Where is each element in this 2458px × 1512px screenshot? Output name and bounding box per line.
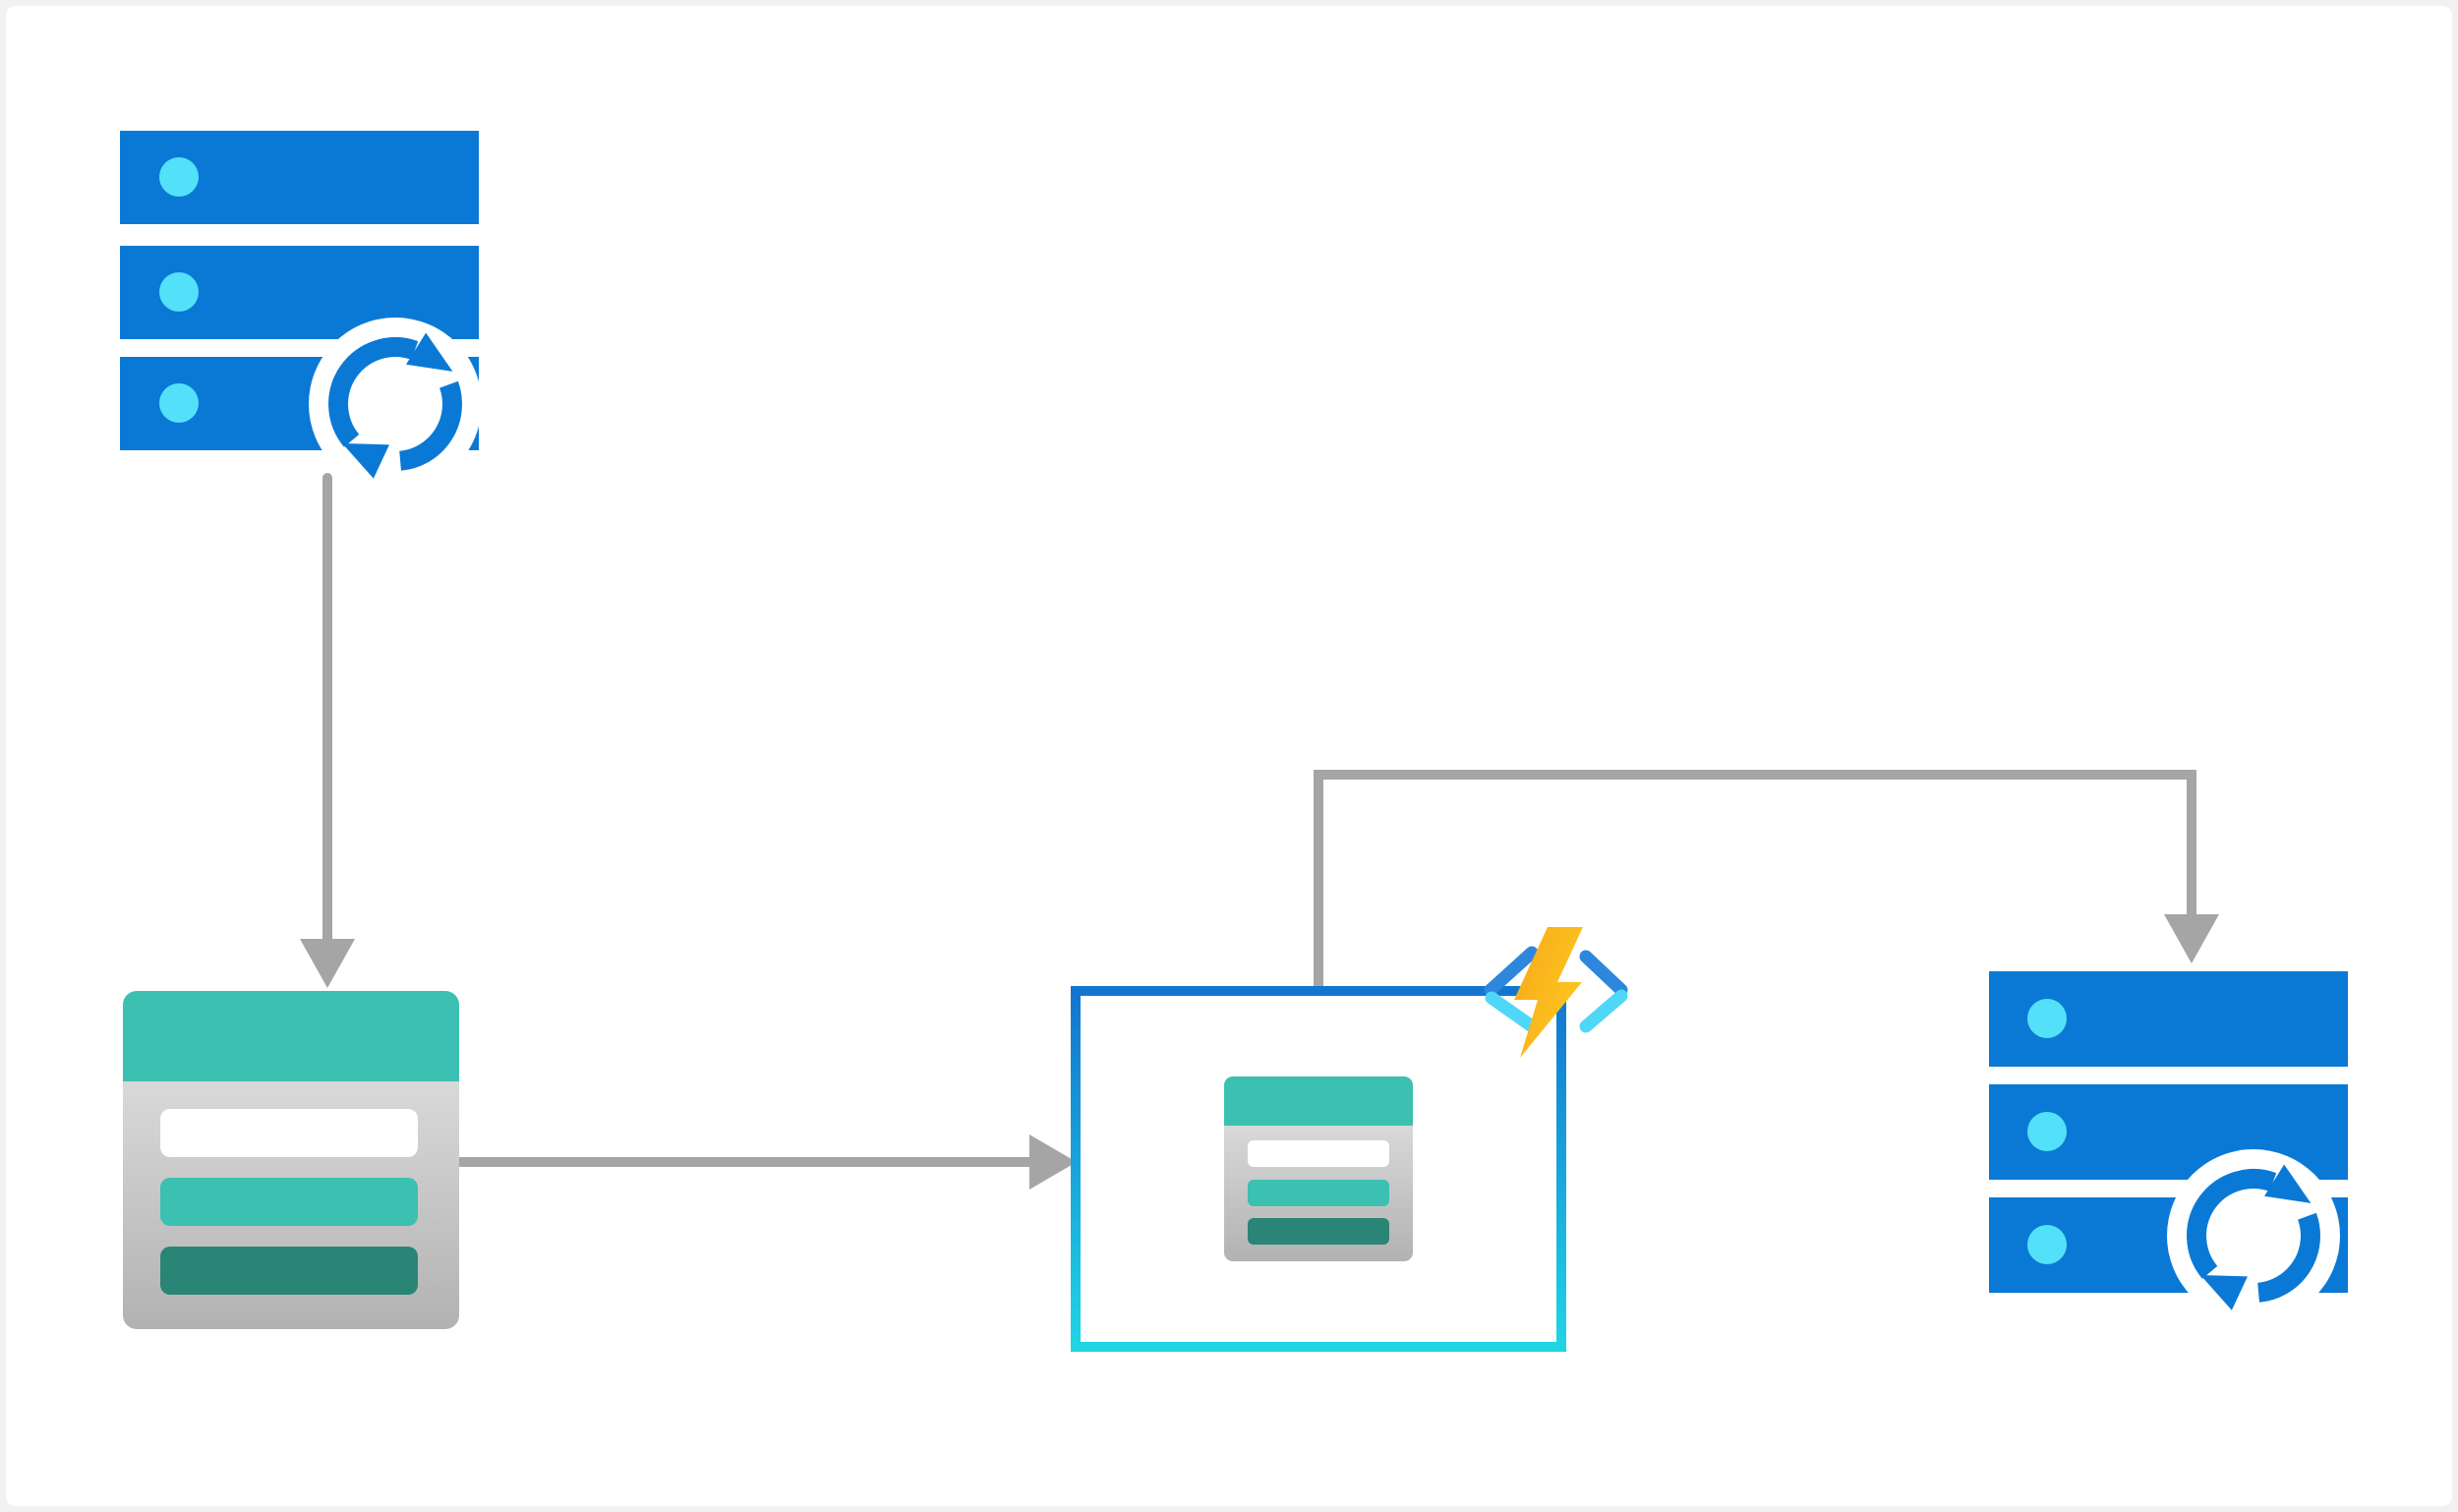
server-led-dot (159, 157, 199, 197)
sync-arrows-icon (2167, 1149, 2340, 1322)
server-led-dot (159, 272, 199, 312)
table-source-icon (123, 991, 459, 1329)
arrow-line-down (2187, 770, 2196, 914)
sync-arrows-icon (309, 318, 482, 491)
sync-arrowhead (406, 332, 453, 372)
sync-arrowhead (342, 442, 389, 479)
table-header (123, 991, 459, 1081)
table-row-dark (1248, 1218, 1389, 1245)
angle-bracket-right (1579, 950, 1628, 1033)
arrow-line (322, 473, 332, 939)
table-row-teal (1248, 1180, 1389, 1206)
table-row-white (160, 1109, 418, 1157)
server-led-dot (2027, 1112, 2067, 1151)
lightning-bolt (1514, 927, 1583, 1058)
server-led-dot (2027, 1225, 2067, 1264)
angle-bracket-left (1484, 946, 1542, 1035)
database-source-icon (120, 131, 482, 491)
table-row-white (1248, 1140, 1389, 1167)
arrow-head-right (1029, 1134, 1077, 1190)
table-row-teal (160, 1178, 418, 1226)
server-led-dot (2027, 999, 2067, 1038)
sync-arrowhead (2200, 1274, 2248, 1310)
arrow-line-up (1314, 770, 1323, 992)
table-header (1224, 1076, 1413, 1126)
function-container-box (1071, 986, 1566, 1352)
table-row-dark (160, 1247, 418, 1295)
azure-functions-lightning-icon (1484, 927, 1628, 1058)
arrow-head-down (2164, 914, 2219, 963)
arrow-line (450, 1157, 1029, 1167)
server-led-dot (159, 383, 199, 423)
database-target-icon (1989, 971, 2348, 1322)
sync-arrowhead (2264, 1164, 2312, 1203)
arrow-line-across (1314, 770, 2196, 780)
arrow-head-down (300, 939, 355, 988)
table-in-function-icon (1224, 1076, 1413, 1261)
